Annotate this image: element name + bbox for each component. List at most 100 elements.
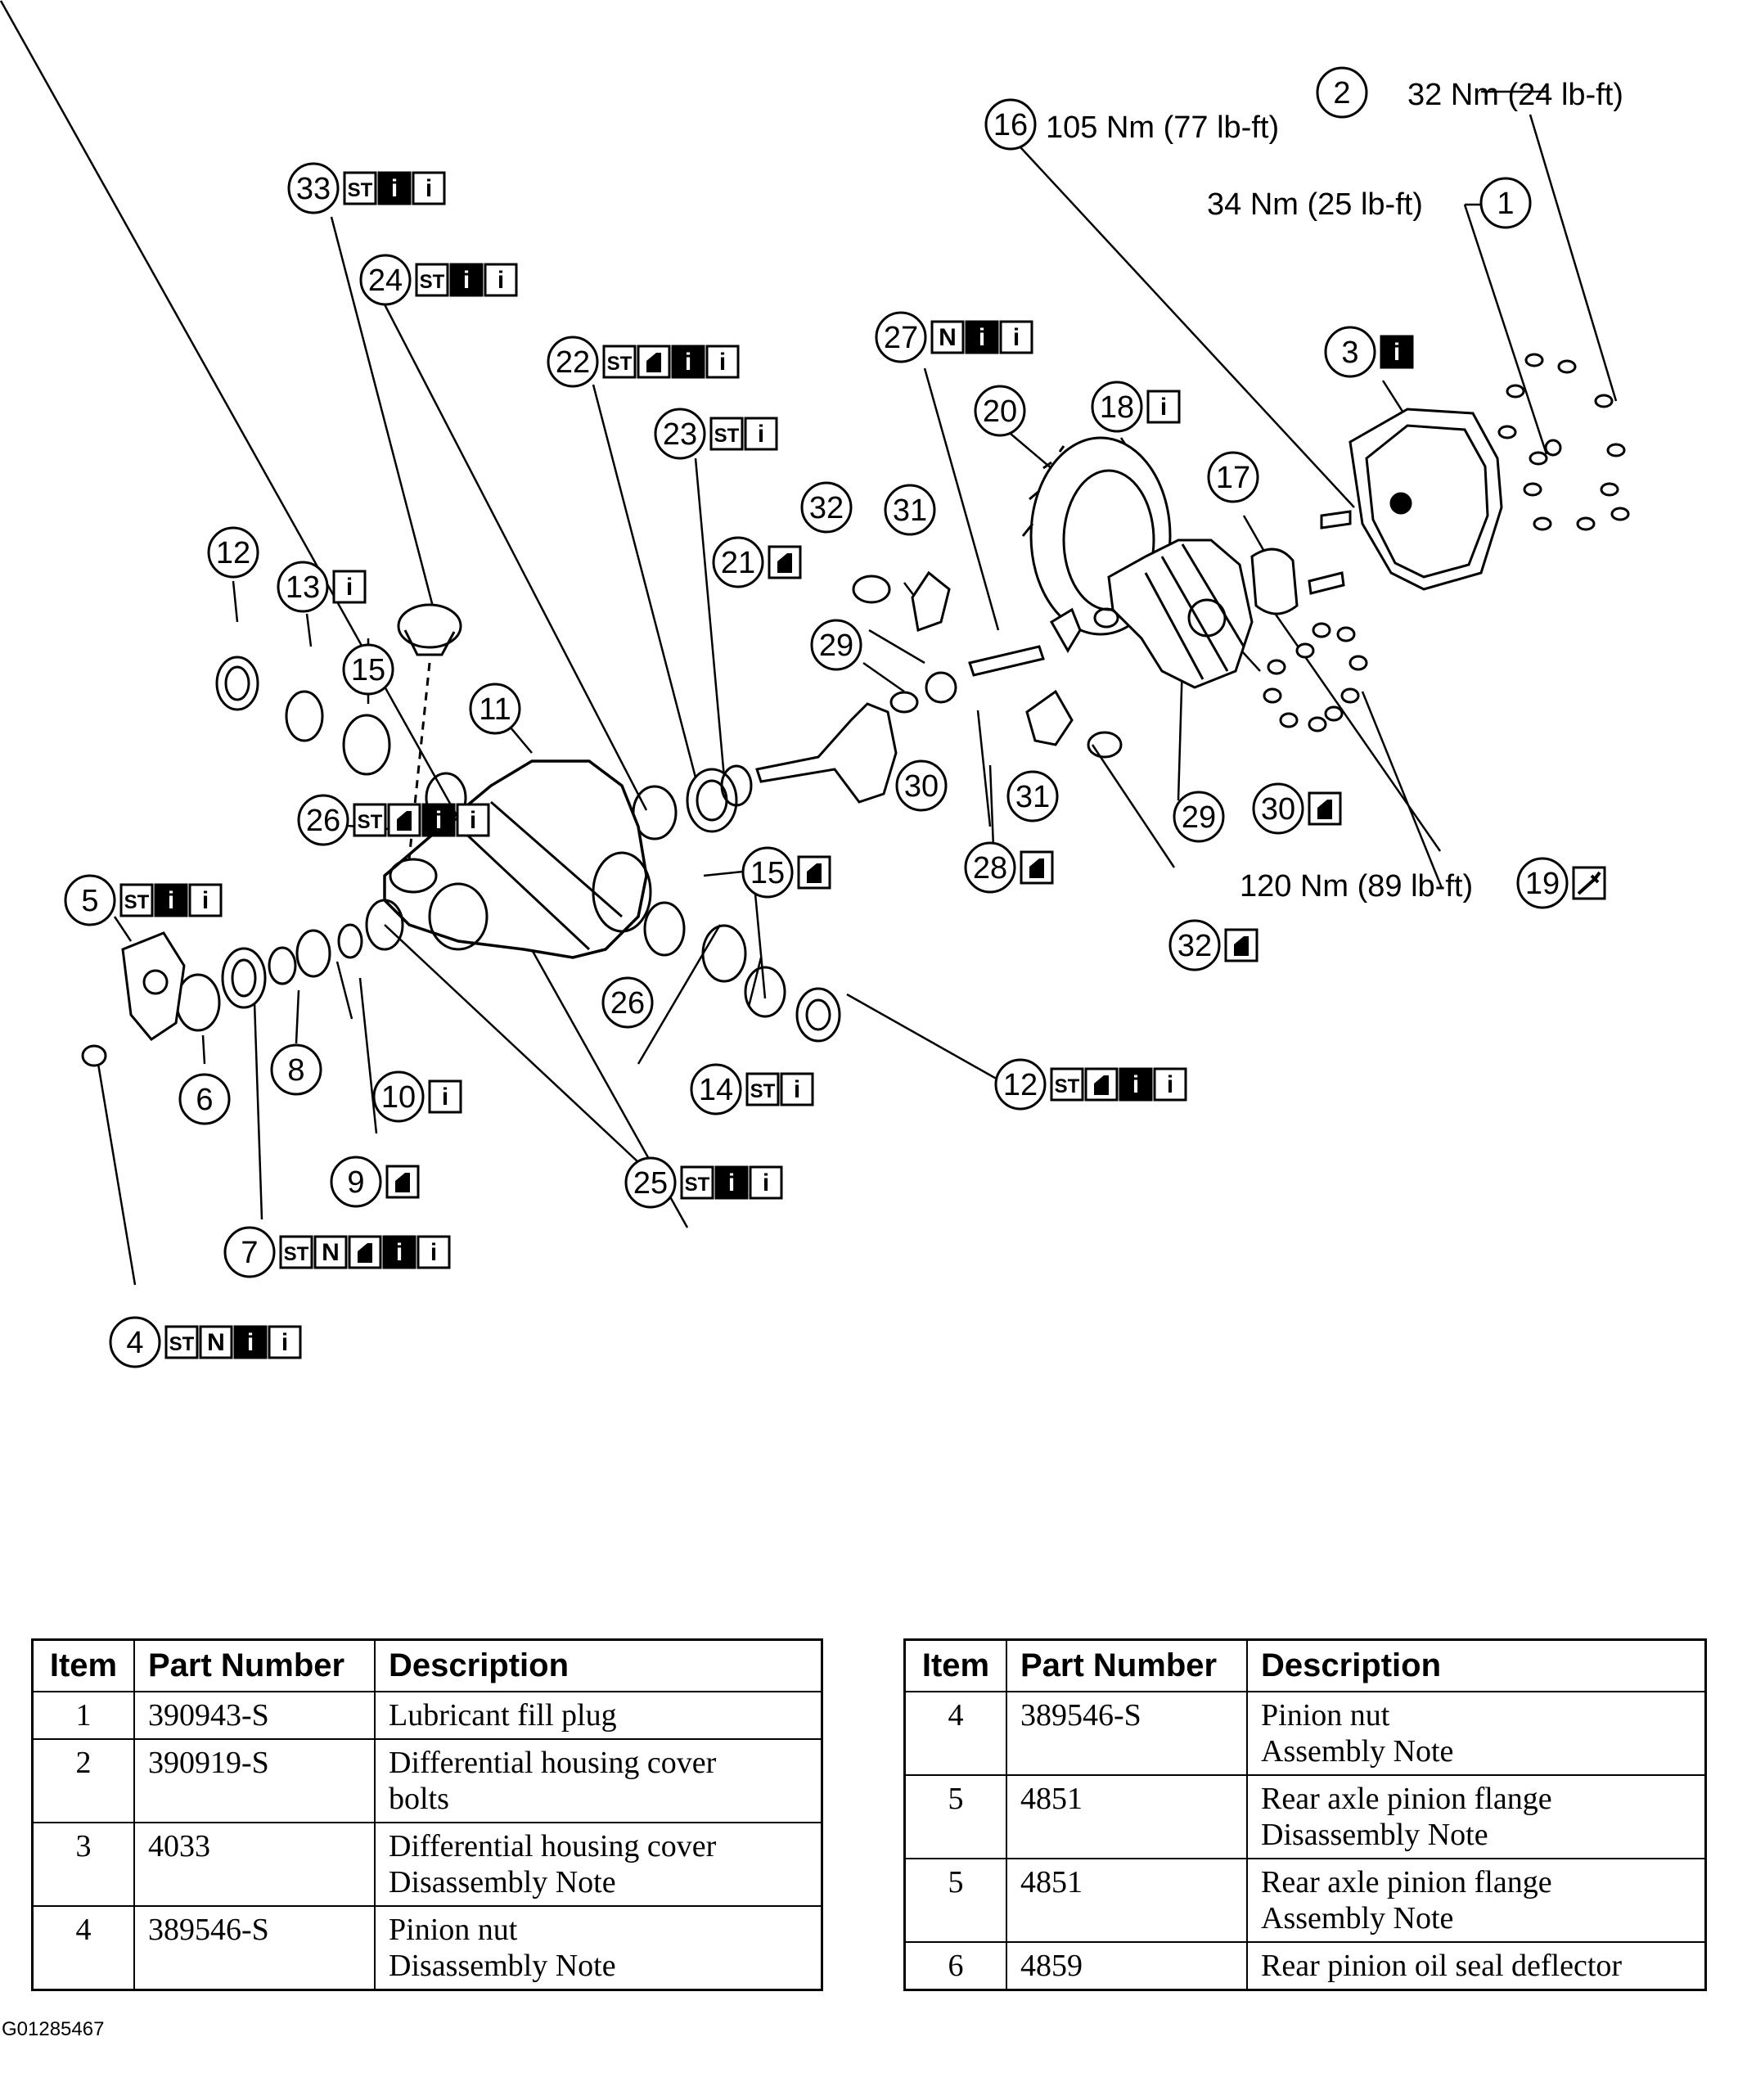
cell-part-number: 389546-S	[1006, 1691, 1248, 1776]
icon-glyph: i	[281, 1329, 288, 1356]
icon-glyph: i	[498, 267, 504, 294]
callout-26: 26	[601, 976, 654, 1029]
icon-glyph: i	[1394, 339, 1400, 366]
cell-part-number: 4851	[1006, 1774, 1248, 1859]
info-solid-icon: i	[714, 1165, 749, 1200]
callout-number: 30	[904, 769, 939, 804]
new-part-icon: N	[199, 1325, 233, 1359]
callout-17: 17	[1207, 451, 1259, 503]
icon-glyph: ST	[420, 271, 445, 293]
cell-description: Lubricant fill plug	[374, 1691, 823, 1740]
info-outline-icon: i	[744, 417, 778, 451]
torque-wrench-icon	[1572, 866, 1606, 900]
icon-glyph: N	[207, 1329, 225, 1356]
info-outline-icon: i	[999, 320, 1033, 354]
description-line: Pinion nut	[389, 1913, 518, 1947]
column-header-item: Item	[31, 1638, 135, 1692]
icon-glyph: i	[247, 1329, 254, 1356]
callout-number: 24	[368, 264, 403, 298]
icon-glyph: i	[430, 1239, 437, 1266]
callout-1: 1	[1479, 177, 1532, 229]
special-tool-icon: ST	[415, 263, 449, 297]
icon-glyph: ST	[685, 1174, 710, 1196]
callout-number: 13	[286, 570, 320, 605]
description-line: Disassembly Note	[389, 1949, 616, 1983]
callout-30: 30	[895, 759, 948, 812]
callout-number: 31	[893, 493, 927, 528]
description-line: Differential housing cover	[389, 1829, 717, 1863]
info-solid-icon: i	[671, 345, 705, 379]
icon-glyph: ST	[284, 1243, 309, 1265]
icon-glyph: N	[322, 1239, 340, 1266]
new-part-icon: N	[930, 320, 965, 354]
info-solid-icon: i	[1119, 1067, 1153, 1102]
callout-12: 12	[207, 526, 259, 579]
special-tool-icon: ST	[353, 803, 387, 837]
info-solid-icon: i	[382, 1235, 416, 1269]
icon-glyph: ST	[607, 353, 633, 375]
column-header-item: Item	[903, 1638, 1007, 1692]
info-solid-icon: i	[233, 1325, 268, 1359]
special-tool-icon: ST	[602, 345, 637, 379]
callout-2: 2	[1316, 66, 1368, 119]
description-line: Rear axle pinion flange	[1261, 1865, 1552, 1899]
callout-number: 31	[1015, 780, 1050, 814]
callout-number: 22	[556, 345, 590, 380]
callout-number: 7	[241, 1236, 258, 1270]
info-outline-icon: i	[705, 345, 740, 379]
icon-glyph: i	[463, 267, 470, 294]
callout-number: 21	[721, 546, 755, 580]
callout-number: 12	[216, 536, 250, 570]
info-outline-icon: i	[1153, 1067, 1187, 1102]
info-outline-icon: i	[484, 263, 518, 297]
sealant-icon	[1308, 791, 1342, 826]
callout-number: 16	[993, 108, 1028, 142]
cell-item: 4	[31, 1905, 135, 1991]
column-header-part-number: Part Number	[1006, 1638, 1248, 1692]
description-line: Disassembly Note	[1261, 1818, 1488, 1852]
torque-label-item2: 32 Nm (24 lb-ft)	[1407, 78, 1623, 112]
icon-glyph: ST	[750, 1080, 776, 1102]
icon-glyph: i	[425, 175, 432, 202]
description-line: Rear pinion oil seal deflector	[1261, 1949, 1623, 1983]
info-solid-icon: i	[449, 263, 484, 297]
callout-number: 27	[884, 321, 918, 355]
callout-number: 1	[1497, 187, 1514, 221]
callout-31: 31	[1006, 770, 1059, 822]
callout-31: 31	[884, 484, 936, 536]
sealant-icon	[1020, 850, 1054, 885]
special-tool-icon: ST	[680, 1165, 714, 1200]
cell-item: 4	[903, 1691, 1007, 1776]
info-solid-icon: i	[154, 883, 188, 917]
callout-number: 30	[1261, 792, 1295, 827]
callout-32: 32	[1168, 919, 1258, 971]
sealant-icon	[637, 345, 671, 379]
callout-number: 17	[1216, 461, 1250, 495]
info-outline-icon: i	[332, 570, 367, 604]
column-header-description: Description	[374, 1638, 823, 1692]
info-outline-icon: i	[456, 803, 490, 837]
callout-13: 13 i	[277, 561, 367, 613]
sealant-icon	[768, 545, 802, 579]
icon-glyph: ST	[124, 891, 150, 913]
description-line: Differential housing cover	[389, 1746, 717, 1780]
callout-15: 15	[342, 643, 394, 696]
cell-part-number: 4859	[1006, 1941, 1248, 1991]
callout-21: 21	[712, 536, 802, 588]
icon-glyph: i	[168, 887, 174, 914]
callout-number: 15	[750, 856, 785, 890]
